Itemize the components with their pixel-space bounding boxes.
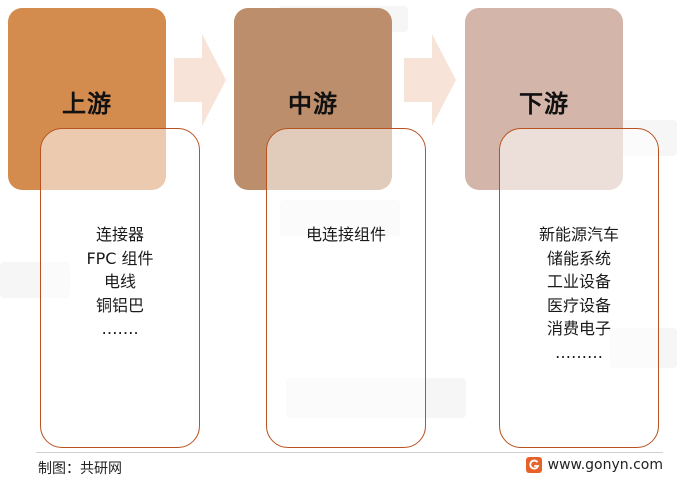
footer-website-text[interactable]: www.gonyn.com (547, 457, 663, 473)
upstream-content-box: 连接器 FPC 组件 电线 铜铝巴 ……. (40, 128, 200, 448)
list-item: 储能系统 (546, 248, 611, 268)
downstream-content-box: 新能源汽车 储能系统 工业设备 医疗设备 消费电子 ……… (499, 128, 659, 448)
upstream-item-list: 连接器 FPC 组件 电线 铜铝巴 ……. (41, 223, 199, 341)
list-item: 铜铝巴 (95, 295, 144, 315)
downstream-title: 下游 (519, 90, 569, 118)
midstream-item-list: 电连接组件 (267, 223, 425, 247)
list-item: 电线 (103, 272, 136, 291)
upstream-title: 上游 (62, 90, 112, 118)
list-item: 医疗设备 (546, 295, 611, 315)
list-item: 连接器 (95, 225, 144, 244)
footer-source: 制图：共研网 (38, 461, 122, 477)
list-item: ……… (555, 342, 603, 362)
downstream-item-list: 新能源汽车 储能系统 工业设备 医疗设备 消费电子 ……… (500, 223, 658, 364)
list-item: 工业设备 (546, 272, 611, 291)
footer-divider (36, 452, 663, 453)
list-item: 新能源汽车 (538, 225, 619, 244)
footer-website[interactable]: www.gonyn.com (525, 457, 663, 473)
midstream-content-box: 电连接组件 (266, 128, 426, 448)
midstream-title: 中游 (288, 90, 338, 118)
arrow-icon (404, 34, 456, 126)
gonyn-logo-icon (525, 457, 542, 473)
arrow-icon (174, 34, 226, 126)
list-item: 电连接组件 (305, 225, 386, 244)
list-item: FPC 组件 (86, 248, 154, 268)
list-item: 消费电子 (546, 319, 611, 338)
list-item: ……. (101, 319, 139, 338)
